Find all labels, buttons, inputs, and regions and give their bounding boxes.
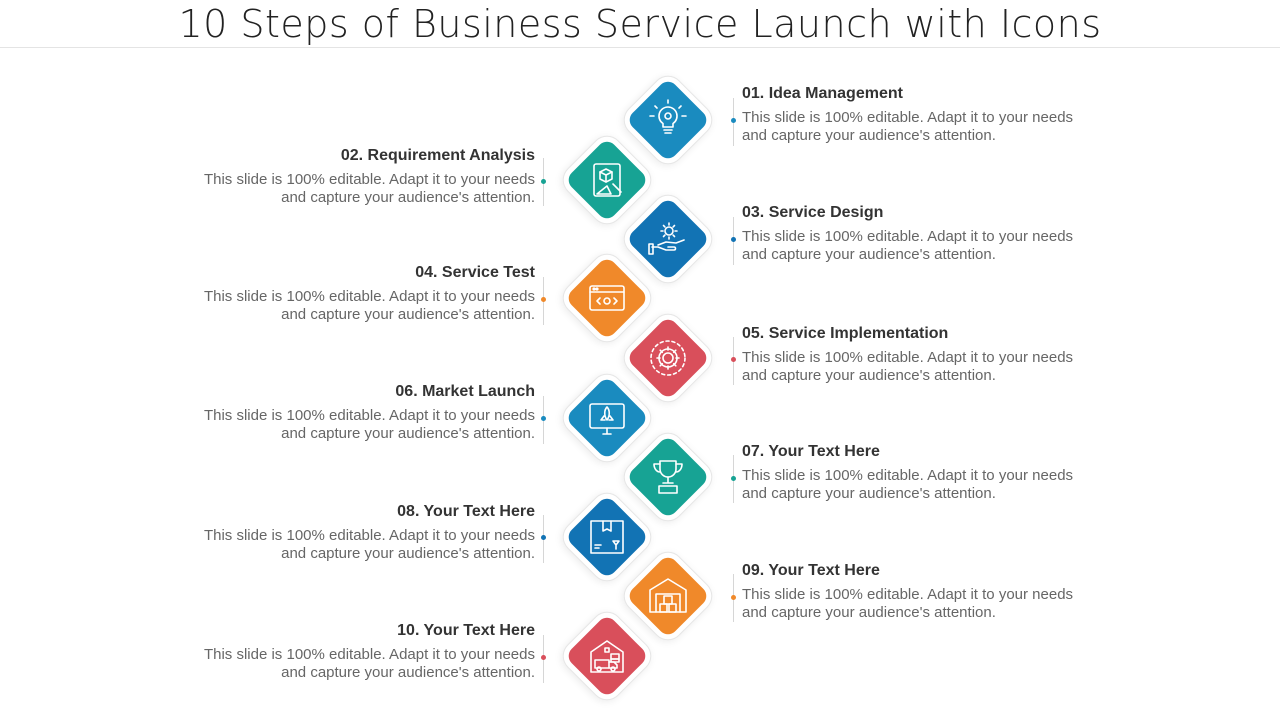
lightbulb-gear-icon — [646, 98, 690, 142]
step-5: 05. Service Implementation This slide is… — [742, 325, 1102, 385]
step-description-line-2: and capture your audience's attention. — [742, 246, 996, 263]
gear-circle-icon — [646, 336, 690, 380]
step-9: 09. Your Text Here This slide is 100% ed… — [742, 562, 1102, 622]
step-heading: 03. Service Design — [742, 204, 884, 221]
hand-gear-icon — [646, 217, 690, 261]
warehouse-icon — [646, 574, 690, 618]
step-description-line-1: This slide is 100% editable. Adapt it to… — [742, 228, 1074, 245]
package-box-icon — [585, 515, 629, 559]
step-10: 10. Your Text Here This slide is 100% ed… — [175, 622, 535, 682]
step-description-line-1: This slide is 100% editable. Adapt it to… — [742, 586, 1074, 603]
step-6-dot — [541, 416, 546, 421]
step-6: 06. Market Launch This slide is 100% edi… — [175, 383, 535, 443]
step-heading: 06. Market Launch — [395, 383, 535, 400]
step-8: 08. Your Text Here This slide is 100% ed… — [175, 503, 535, 563]
step-4-dot — [541, 297, 546, 302]
step-description-line-1: This slide is 100% editable. Adapt it to… — [742, 349, 1074, 366]
step-heading: 05. Service Implementation — [742, 325, 949, 342]
step-heading: 09. Your Text Here — [742, 562, 880, 579]
step-9-dot — [731, 595, 736, 600]
step-description-line-2: and capture your audience's attention. — [281, 425, 535, 442]
trophy-icon — [646, 455, 690, 499]
step-description-line-1: This slide is 100% editable. Adapt it to… — [742, 109, 1074, 126]
step-3: 03. Service Design This slide is 100% ed… — [742, 204, 1102, 264]
page-title: 10 Steps of Business Service Launch with… — [178, 2, 1102, 46]
step-description-line-1: This slide is 100% editable. Adapt it to… — [203, 646, 535, 663]
blueprint-icon — [585, 158, 629, 202]
step-description-line-2: and capture your audience's attention. — [281, 189, 535, 206]
step-description-line-1: This slide is 100% editable. Adapt it to… — [203, 171, 535, 188]
step-2: 02. Requirement Analysis This slide is 1… — [175, 147, 535, 207]
step-heading: 07. Your Text Here — [742, 443, 880, 460]
step-description-line-1: This slide is 100% editable. Adapt it to… — [203, 527, 535, 544]
step-7-dot — [731, 476, 736, 481]
step-description-line-2: and capture your audience's attention. — [742, 367, 996, 384]
step-description-line-2: and capture your audience's attention. — [281, 545, 535, 562]
step-description-line-1: This slide is 100% editable. Adapt it to… — [742, 467, 1074, 484]
step-description-line-2: and capture your audience's attention. — [742, 127, 996, 144]
step-description-line-2: and capture your audience's attention. — [281, 664, 535, 681]
step-description-line-2: and capture your audience's attention. — [281, 306, 535, 323]
step-1: 01. Idea Management This slide is 100% e… — [742, 85, 1102, 145]
step-7: 07. Your Text Here This slide is 100% ed… — [742, 443, 1102, 503]
step-description-line-2: and capture your audience's attention. — [742, 604, 996, 621]
step-description-line-1: This slide is 100% editable. Adapt it to… — [203, 288, 535, 305]
delivery-warehouse-icon — [585, 634, 629, 678]
step-3-dot — [731, 237, 736, 242]
monitor-rocket-icon — [585, 396, 629, 440]
step-heading: 01. Idea Management — [742, 85, 903, 102]
step-1-dot — [731, 118, 736, 123]
browser-code-icon — [585, 276, 629, 320]
step-5-dot — [731, 357, 736, 362]
step-10-dot — [541, 655, 546, 660]
step-heading: 02. Requirement Analysis — [340, 147, 535, 164]
step-heading: 10. Your Text Here — [397, 622, 535, 639]
title-divider — [0, 47, 1280, 48]
step-2-dot — [541, 179, 546, 184]
step-description-line-2: and capture your audience's attention. — [742, 485, 996, 502]
step-heading: 04. Service Test — [415, 264, 535, 281]
step-8-dot — [541, 535, 546, 540]
step-heading: 08. Your Text Here — [397, 503, 535, 520]
step-4: 04. Service Test This slide is 100% edit… — [175, 264, 535, 324]
step-description-line-1: This slide is 100% editable. Adapt it to… — [203, 407, 535, 424]
